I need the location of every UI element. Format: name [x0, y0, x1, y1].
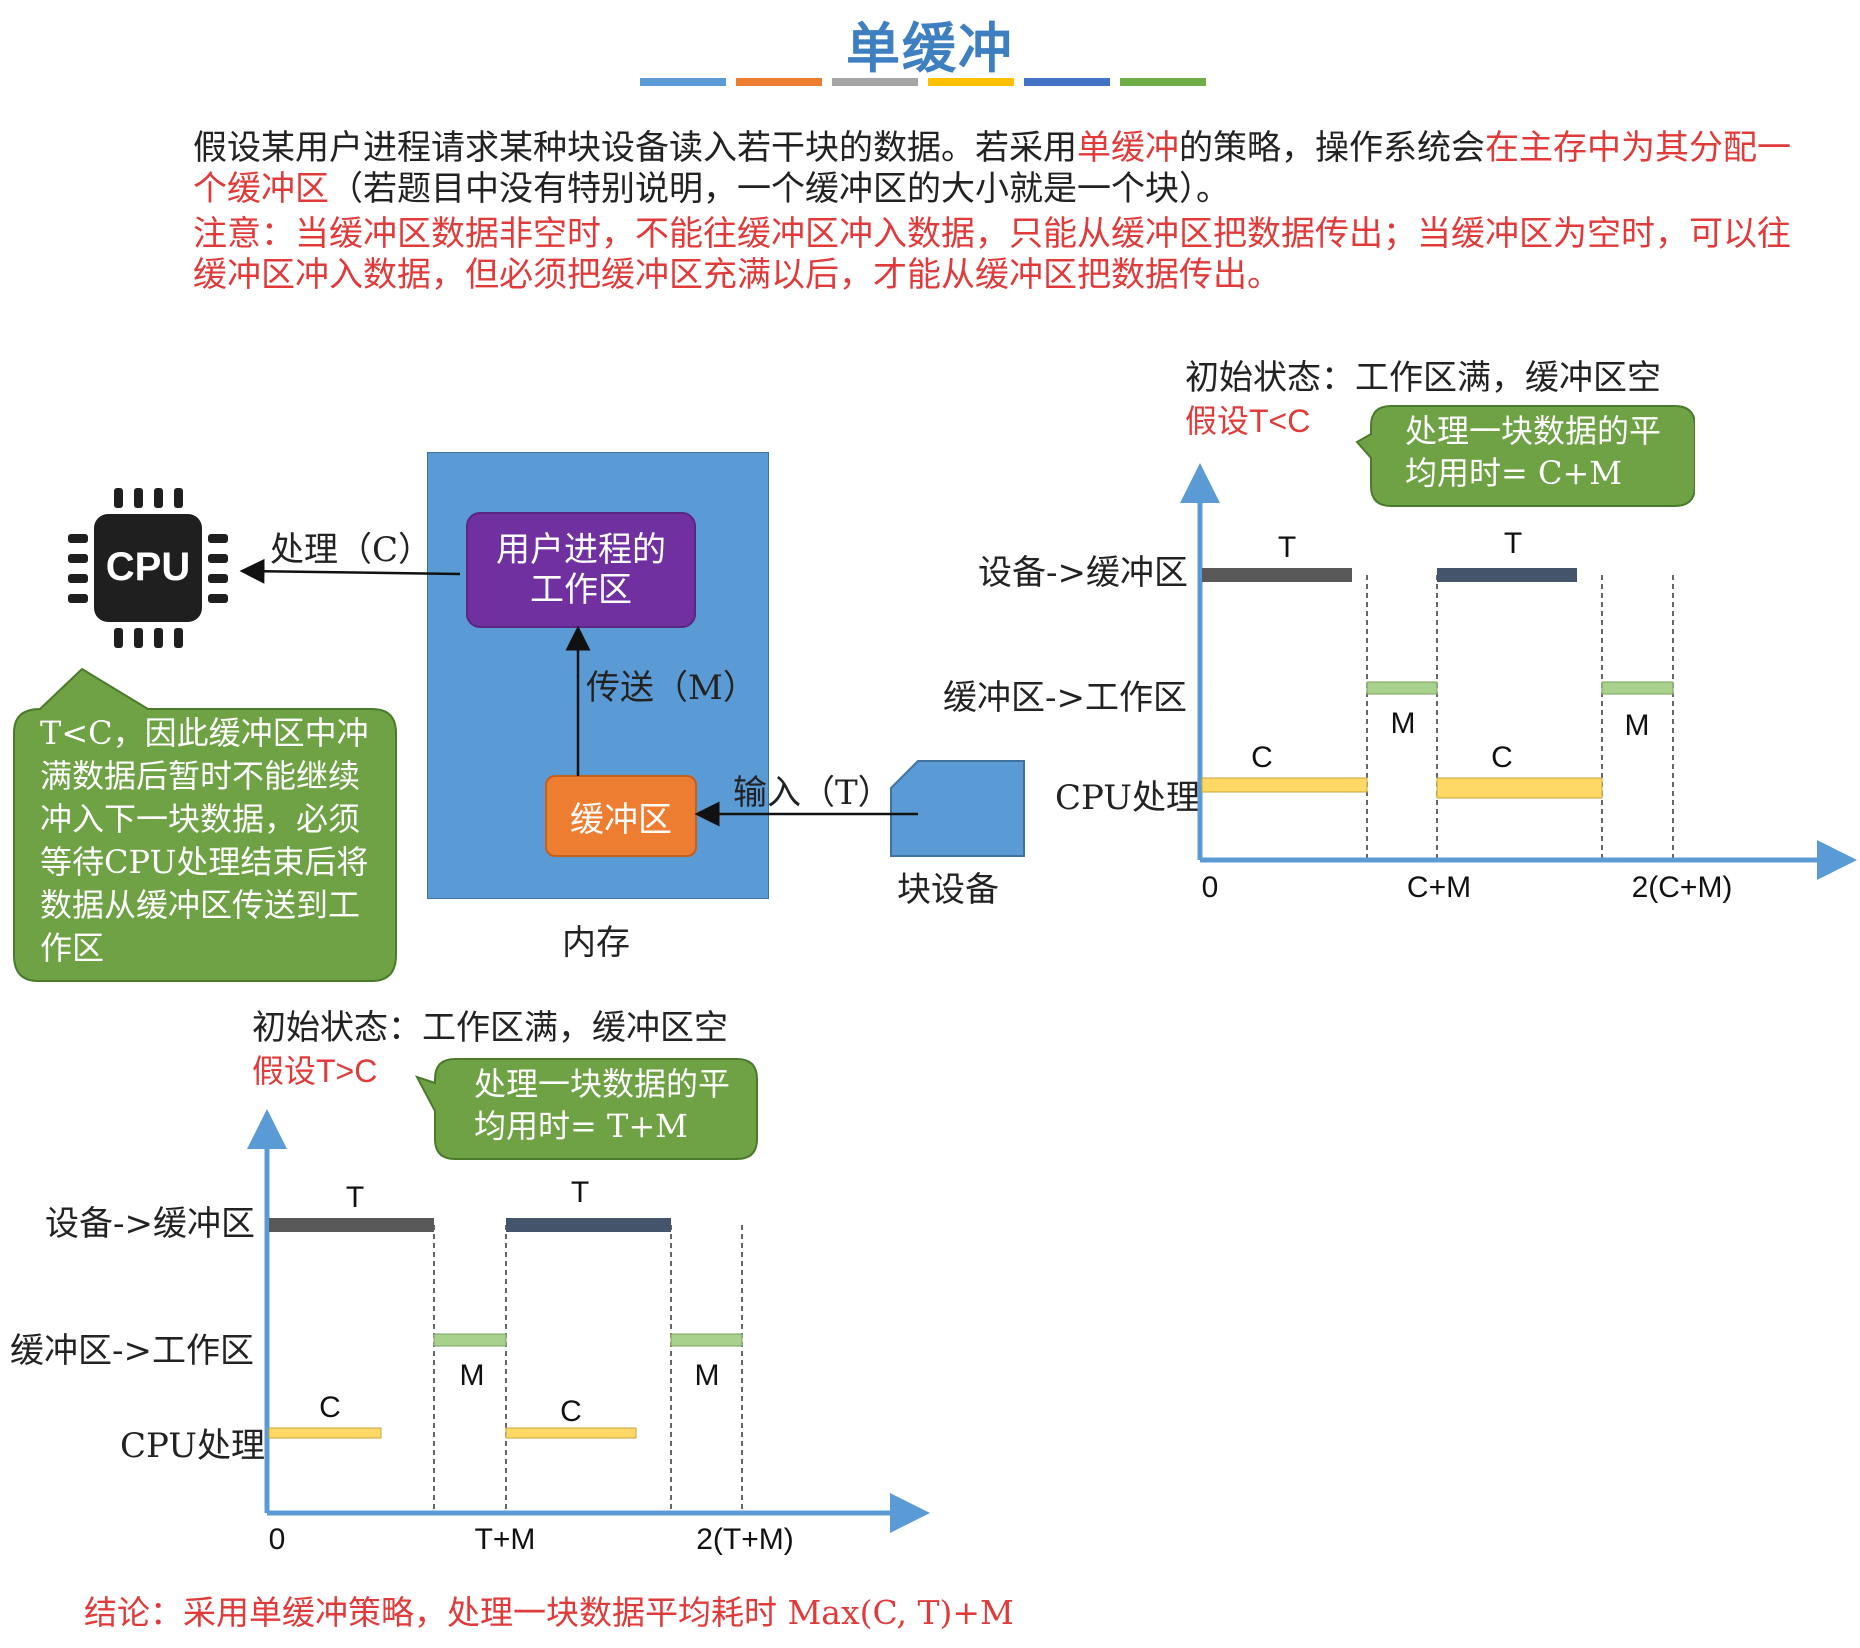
tc-label-c-1: C [1251, 741, 1273, 774]
tc-label-m-1: M [1391, 707, 1416, 740]
tc-label-t-2: T [1504, 527, 1522, 560]
ct-row-device-buffer: 设备->缓冲区 [45, 1204, 255, 1244]
input-label: 输入（T） [733, 773, 892, 813]
ct-label-t-1: T [346, 1181, 364, 1214]
workarea-label: 用户进程的工作区 [496, 530, 666, 610]
tc-row-cpu: CPU处理 [1055, 778, 1200, 818]
ct-tick-1: T+M [475, 1523, 536, 1556]
ct-row-cpu: CPU处理 [120, 1426, 265, 1466]
cpu-chip-icon [68, 488, 228, 648]
transfer-label: 传送（M） [586, 668, 757, 708]
device-label: 块设备 [897, 870, 999, 910]
workarea-box: 用户进程的工作区 [466, 512, 696, 628]
tc-timeline: T T M M C C 0 C+M 2(C+M) [1180, 463, 1857, 904]
tc-label-t-1: T [1278, 531, 1296, 564]
tc-row-device-buffer: 设备->缓冲区 [978, 553, 1188, 593]
ct-timeline: T T M M C C 0 T+M 2(T+M) [247, 1109, 930, 1556]
arrow-process [239, 558, 461, 584]
page-title: 单缓冲 [846, 16, 1014, 80]
stripe-3 [832, 78, 918, 86]
ct-bar-t-1 [269, 1218, 434, 1232]
stripe-4 [928, 78, 1014, 86]
tc-bar-c-2 [1436, 777, 1603, 799]
intro-text-a: 假设某用户进程请求某种块设备读入若干块的数据。若采用 [193, 128, 1077, 168]
stripe-6 [1120, 78, 1206, 86]
tc-bar-c-1 [1201, 777, 1368, 793]
stripe-2 [736, 78, 822, 86]
architecture-arrows [239, 558, 918, 827]
ct-bar-m-1 [433, 1333, 507, 1347]
ct-tick-2: 2(T+M) [696, 1523, 794, 1556]
ct-row-buffer-workarea: 缓冲区->工作区 [10, 1331, 254, 1371]
block-device-icon [890, 760, 1025, 857]
ct-bubble-text: 处理一块数据的平均用时= T+M [474, 1065, 731, 1145]
note-paragraph: 注意：当缓冲区数据非空时，不能往缓冲区冲入数据，只能从缓冲区把数据传出；当缓冲区… [193, 214, 1791, 295]
buffer-box: 缓冲区 [545, 775, 697, 857]
tc-row-buffer-workarea: 缓冲区->工作区 [943, 678, 1187, 718]
cpu-label: CPU [105, 545, 191, 589]
ct-bar-c-2 [505, 1427, 637, 1439]
intro-text-b: 的策略，操作系统会 [1179, 128, 1485, 168]
tc-bar-t-2 [1437, 568, 1577, 582]
ct-bar-m-2 [670, 1333, 743, 1347]
tc-bubble-text: 处理一块数据的平均用时= C+M [1405, 412, 1662, 492]
ct-tick-0: 0 [269, 1523, 286, 1556]
tc-label-c-2: C [1491, 741, 1513, 774]
process-label: 处理（C） [270, 530, 433, 570]
ct-initial-state: 初始状态：工作区满，缓冲区空 [252, 1008, 728, 1048]
tc-bar-t-1 [1202, 568, 1352, 582]
tc-tick-0: 0 [1202, 871, 1219, 904]
ct-label-c-1: C [319, 1391, 341, 1424]
explanation-bubble-shape [13, 667, 397, 982]
ct-bar-c-1 [268, 1427, 382, 1439]
tc-assumption: 假设T<C [1185, 403, 1311, 439]
stripe-5 [1024, 78, 1110, 86]
memory-label: 内存 [562, 923, 630, 963]
ct-bar-t-2 [506, 1218, 671, 1232]
ct-label-m-2: M [695, 1359, 720, 1392]
tc-initial-state: 初始状态：工作区满，缓冲区空 [1185, 358, 1661, 398]
ct-assumption: 假设T>C [252, 1053, 378, 1089]
tc-tick-1: C+M [1407, 871, 1471, 904]
tc-bar-m-1 [1366, 681, 1438, 695]
intro-paragraph: 假设某用户进程请求某种块设备读入若干块的数据。若采用单缓冲的策略，操作系统会在主… [193, 128, 1793, 210]
stripe-1 [640, 78, 726, 86]
ct-label-c-2: C [560, 1395, 582, 1428]
explanation-bubble-text: T<C，因此缓冲区中冲满数据后暂时不能继续冲入下一块数据，必须等待CPU处理结束… [40, 714, 369, 967]
ct-label-m-1: M [460, 1359, 485, 1392]
intro-text-c: （若题目中没有特别说明，一个缓冲区的大小就是一个块）。 [329, 169, 1230, 209]
ct-label-t-2: T [571, 1176, 589, 1209]
intro-highlight-single-buffer: 单缓冲 [1077, 128, 1179, 168]
ct-bubble-shape [415, 1058, 758, 1160]
tc-bar-m-2 [1601, 681, 1674, 695]
intro-highlight-allocate: 在主存中为其分配一个缓冲区 [193, 128, 1791, 209]
tc-bubble-shape [1355, 405, 1695, 507]
conclusion: 结论：采用单缓冲策略，处理一块数据平均耗时 Max(C, T)+M [84, 1593, 1014, 1632]
tc-label-m-2: M [1625, 709, 1650, 742]
tc-tick-2: 2(C+M) [1632, 871, 1733, 904]
